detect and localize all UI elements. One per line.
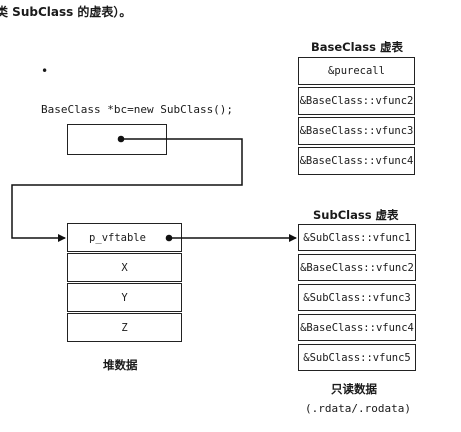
heap-field-label: p_vftable	[89, 231, 146, 244]
sub-vtable-entry: &SubClass::vfunc5	[298, 344, 416, 371]
base-vtable-entry: &BaseClass::vfunc4	[298, 147, 415, 175]
rodata-sections: (.rdata/.rodata)	[305, 402, 411, 415]
heap-label: 堆数据	[103, 358, 138, 372]
sub-vtable-entry: &SubClass::vfunc1	[298, 224, 416, 251]
bc-pointer-arrow	[11, 135, 243, 242]
base-vtable-entry: &purecall	[298, 57, 415, 85]
vftable-pointer-arrow	[165, 234, 297, 242]
heap-field: X	[67, 253, 182, 282]
bc-pointer-line	[11, 138, 243, 242]
base-vtable-entry: &BaseClass::vfunc2	[298, 87, 415, 115]
bullet-mark: •	[41, 64, 49, 78]
sub-vtable-title: SubClass 虚表	[313, 208, 399, 222]
code-line: BaseClass *bc=new SubClass();	[41, 103, 234, 116]
heap-field: p_vftable	[67, 223, 182, 252]
sub-vtable-entry: &BaseClass::vfunc2	[298, 254, 416, 281]
sub-vtable-entry: &BaseClass::vfunc4	[298, 314, 416, 341]
base-vtable-entry: &BaseClass::vfunc3	[298, 117, 415, 145]
heap-field: Y	[67, 283, 182, 312]
base-vtable-title: BaseClass 虚表	[311, 40, 404, 54]
heap-field: Z	[67, 313, 182, 342]
sub-vtable-entry: &SubClass::vfunc3	[298, 284, 416, 311]
rodata-label: 只读数据	[331, 382, 377, 396]
header-fragment: 类 SubClass 的虚表）。	[0, 5, 132, 19]
